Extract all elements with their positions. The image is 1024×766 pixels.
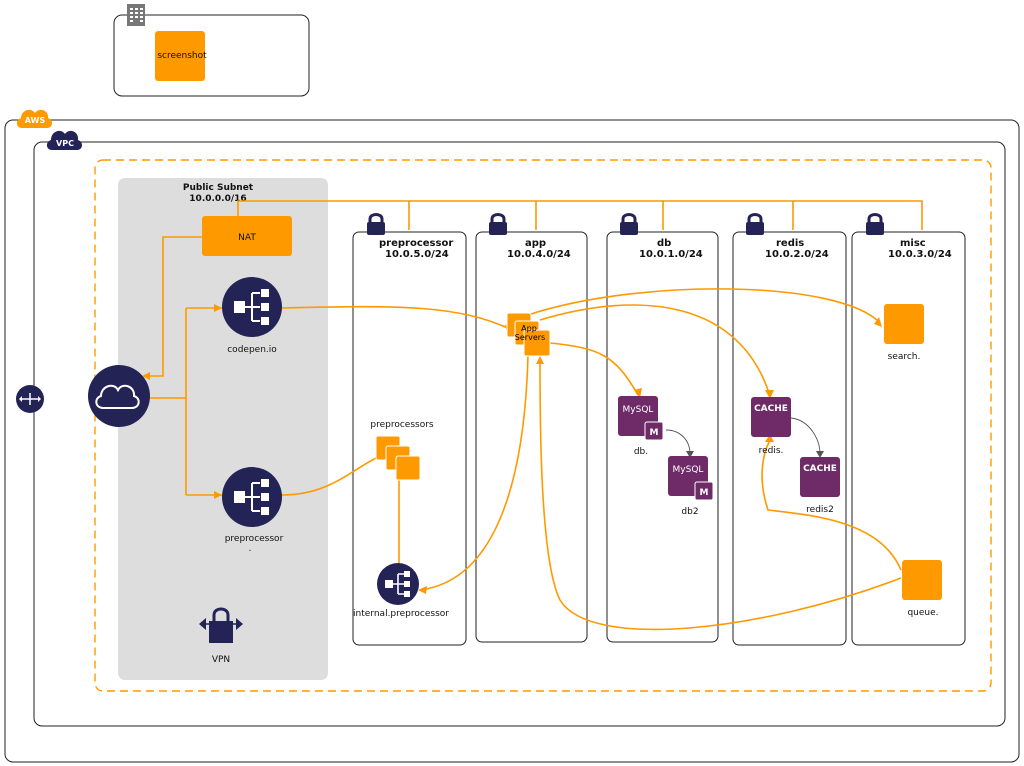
screenshot-label: screenshot <box>157 51 207 61</box>
router-icon[interactable] <box>16 385 44 413</box>
vpc-cloud-badge: VPC <box>46 130 83 150</box>
cache-icon[interactable]: CACHE <box>800 457 840 497</box>
queue-node[interactable] <box>902 560 942 600</box>
subnet-app-cidr: 10.0.4.0/24 <box>507 249 571 260</box>
subnet-db-title: db <box>657 238 671 249</box>
svg-text:M: M <box>700 488 709 498</box>
lock-icon <box>367 213 385 235</box>
vpn-icon[interactable] <box>199 607 243 643</box>
load-balancer-icon[interactable] <box>222 277 282 337</box>
db2-label: db2 <box>681 507 698 517</box>
subnet-preprocessor-cidr: 10.0.5.0/24 <box>385 249 449 260</box>
queue-label: queue. <box>907 608 938 618</box>
load-balancer-icon[interactable] <box>222 467 282 527</box>
svg-text:MySQL: MySQL <box>673 465 704 475</box>
availability-zone-box <box>94 159 992 692</box>
connectors <box>142 236 902 631</box>
nat-label: NAT <box>238 233 256 243</box>
app-servers-label-1: App <box>521 324 537 333</box>
preprocessor-elb-label: preprocessor <box>225 534 284 544</box>
mysql-icon[interactable]: MySQL M <box>668 456 714 501</box>
svg-text:M: M <box>650 428 659 438</box>
preprocessors-autoscaling[interactable] <box>375 435 421 481</box>
subnet-app-box <box>475 231 588 643</box>
cache-icon[interactable]: CACHE <box>751 397 791 437</box>
subnet-redis-box <box>732 231 847 646</box>
public-subnet-title: Public Subnet <box>183 183 254 193</box>
db-replication-arrow <box>665 429 691 455</box>
nat-route-bus <box>237 200 923 230</box>
svg-text:AWS: AWS <box>25 116 46 125</box>
nat-gateway[interactable] <box>202 216 292 256</box>
db-label: db. <box>634 447 648 457</box>
top-group-box <box>113 14 310 97</box>
subnet-misc-title: misc <box>900 238 926 249</box>
load-balancer-icon[interactable] <box>377 563 419 605</box>
lock-icon <box>620 213 638 235</box>
preprocessors-label: preprocessors <box>370 420 434 430</box>
codepen-label: codepen.io <box>227 345 277 355</box>
subnet-app-title: app <box>525 238 546 249</box>
public-subnet-cidr: 10.0.0.0/16 <box>189 194 246 204</box>
svg-text:CACHE: CACHE <box>803 464 837 474</box>
subnet-misc-cidr: 10.0.3.0/24 <box>888 249 952 260</box>
lock-icon <box>866 213 884 235</box>
redis-replication-arrow <box>790 417 821 455</box>
app-servers-label-2: Servers <box>515 333 545 342</box>
app-servers-autoscaling[interactable] <box>506 312 551 357</box>
svg-text:VPC: VPC <box>56 139 74 148</box>
subnet-preprocessor-title: preprocessor <box>379 238 453 249</box>
redis-label: redis. <box>759 446 784 456</box>
svg-text:MySQL: MySQL <box>623 405 654 415</box>
lock-icon <box>489 213 507 235</box>
building-icon <box>127 4 145 26</box>
svg-text:CACHE: CACHE <box>754 404 788 414</box>
vpn-label: VPN <box>212 655 230 665</box>
preprocessor-elb-sublabel: . <box>249 544 252 554</box>
subnet-redis-title: redis <box>776 238 804 249</box>
screenshot-node[interactable] <box>155 31 205 81</box>
internet-gateway-icon[interactable] <box>88 365 150 427</box>
subnet-preprocessor-box <box>352 231 467 646</box>
mysql-icon[interactable]: MySQL M <box>618 396 664 441</box>
internal-preprocessor-label: internal.preprocessor <box>353 609 449 619</box>
lock-icon <box>746 213 764 235</box>
search-node[interactable] <box>884 304 924 344</box>
subnet-redis-cidr: 10.0.2.0/24 <box>765 249 829 260</box>
redis2-label: redis2 <box>806 505 834 515</box>
aws-cloud-badge: AWS <box>16 109 53 128</box>
search-label: search. <box>888 352 921 362</box>
subnet-db-cidr: 10.0.1.0/24 <box>639 249 703 260</box>
